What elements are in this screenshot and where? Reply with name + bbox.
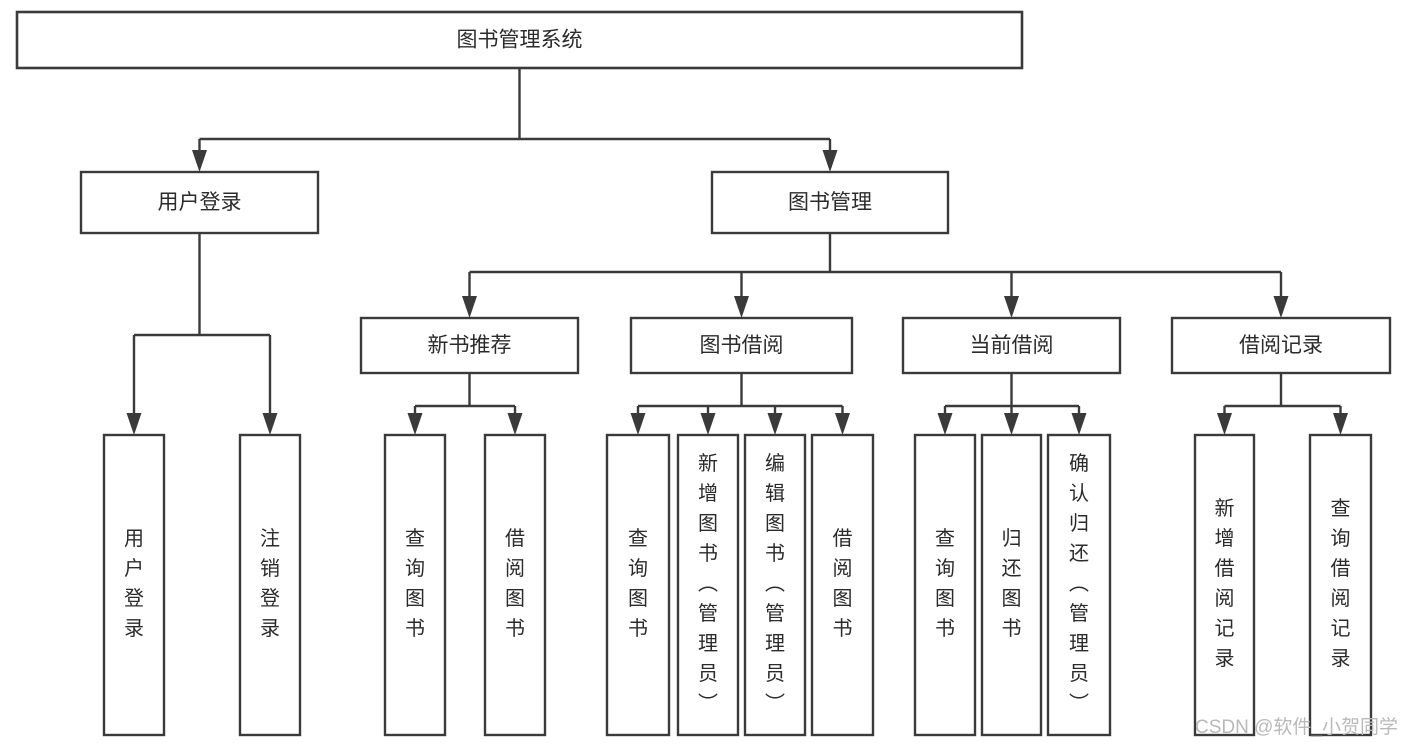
node-label: 借阅记录 [1239, 334, 1323, 357]
node-box[interactable] [1170, 316, 1392, 375]
node-box[interactable] [483, 433, 547, 737]
node-label: 借阅图书 [833, 527, 853, 640]
arrow-head-icon [937, 413, 953, 435]
node-label: 注销登录 [260, 527, 280, 640]
node-borrow-record[interactable]: 借阅记录 [1170, 316, 1392, 375]
node-label: 新增借阅记录 [1215, 497, 1235, 670]
node-leaf-add-borrow-record[interactable]: 新增借阅记录 [1193, 433, 1256, 737]
arrow-head-icon [767, 413, 783, 435]
node-box[interactable] [102, 433, 166, 737]
node-label: 归还图书 [1002, 527, 1022, 640]
connector-group [462, 233, 1289, 318]
node-box[interactable] [901, 316, 1122, 375]
node-box[interactable] [913, 433, 977, 737]
arrow-head-icon [407, 413, 423, 435]
arrow-head-icon [835, 413, 850, 435]
node-leaf-query-book-1[interactable]: 查询图书 [383, 433, 447, 737]
node-user-login[interactable]: 用户登录 [79, 170, 320, 235]
node-leaf-query-book-2[interactable]: 查询图书 [605, 433, 671, 737]
node-label: 查询图书 [935, 527, 955, 640]
arrow-head-icon [507, 413, 523, 435]
node-leaf-edit-book-admin[interactable]: 编辑图书︵管理员︶ [743, 433, 807, 737]
node-box[interactable] [238, 433, 302, 737]
arrow-head-icon [1333, 413, 1348, 435]
node-box[interactable] [79, 170, 320, 235]
node-label: 确认归还︵管理员︶ [1069, 452, 1089, 715]
arrow-head-icon [126, 413, 142, 435]
arrow-head-icon [462, 296, 477, 318]
node-book-manage[interactable]: 图书管理 [710, 170, 950, 235]
node-leaf-borrow-book-2[interactable]: 借阅图书 [810, 433, 875, 737]
node-label: 用户登录 [158, 191, 242, 214]
node-book-borrow[interactable]: 图书借阅 [629, 316, 854, 375]
node-box[interactable] [676, 433, 740, 737]
node-box[interactable] [1046, 433, 1112, 737]
node-box[interactable] [605, 433, 671, 737]
node-current-borrow[interactable]: 当前借阅 [901, 316, 1122, 375]
node-leaf-borrow-book-1[interactable]: 借阅图书 [483, 433, 547, 737]
node-label: 查询图书 [405, 527, 425, 640]
node-leaf-logout-login[interactable]: 注销登录 [238, 433, 302, 737]
arrow-head-icon [262, 413, 278, 435]
node-label: 借阅图书 [505, 527, 525, 640]
connector-group [937, 373, 1087, 435]
node-box[interactable] [359, 316, 580, 375]
arrow-head-icon [822, 150, 838, 172]
arrow-head-icon [630, 413, 646, 435]
node-box[interactable] [629, 316, 854, 375]
node-box[interactable] [710, 170, 950, 235]
node-box[interactable] [1308, 433, 1373, 737]
node-box[interactable] [980, 433, 1043, 737]
arrow-head-icon [734, 296, 749, 318]
connector-group [630, 373, 850, 435]
node-box[interactable] [810, 433, 875, 737]
node-box[interactable] [15, 10, 1024, 70]
node-box[interactable] [743, 433, 807, 737]
connector-group [407, 373, 523, 435]
node-label: 编辑图书︵管理员︶ [765, 452, 785, 715]
node-new-book-recommend[interactable]: 新书推荐 [359, 316, 580, 375]
node-label: 图书借阅 [700, 334, 784, 357]
connector-group [1217, 373, 1348, 435]
node-label: 当前借阅 [970, 334, 1054, 357]
node-leaf-query-borrow-record[interactable]: 查询借阅记录 [1308, 433, 1373, 737]
node-box[interactable] [1193, 433, 1256, 737]
node-layer: 图书管理系统用户登录图书管理新书推荐图书借阅当前借阅借阅记录用户登录注销登录查询… [15, 10, 1392, 737]
node-label: 新书推荐 [428, 334, 512, 357]
node-label: 图书管理 [788, 191, 872, 214]
node-leaf-confirm-return-admin[interactable]: 确认归还︵管理员︶ [1046, 433, 1112, 737]
arrow-head-icon [1217, 413, 1232, 435]
arrow-head-icon [1071, 413, 1087, 435]
watermark-label: CSDN @软件_小贺同学 [1195, 716, 1398, 738]
node-label: 用户登录 [124, 528, 144, 640]
node-root[interactable]: 图书管理系统 [15, 10, 1024, 70]
arrow-head-icon [192, 150, 207, 172]
connector-group [126, 233, 278, 435]
node-label: 查询借阅记录 [1331, 497, 1351, 670]
node-label: 查询图书 [628, 527, 648, 640]
arrow-head-icon [1273, 296, 1289, 318]
arrow-head-icon [1004, 296, 1019, 318]
node-label: 新增图书︵管理员︶ [698, 452, 718, 715]
node-leaf-user-login[interactable]: 用户登录 [102, 433, 166, 737]
connector-layer [126, 68, 1348, 435]
node-label: 图书管理系统 [457, 29, 583, 52]
node-leaf-return-book[interactable]: 归还图书 [980, 433, 1043, 737]
arrow-head-icon [1004, 413, 1019, 435]
node-leaf-add-book-admin[interactable]: 新增图书︵管理员︶ [676, 433, 740, 737]
arrow-head-icon [700, 413, 716, 435]
node-leaf-query-book-3[interactable]: 查询图书 [913, 433, 977, 737]
node-box[interactable] [383, 433, 447, 737]
connector-group [192, 68, 838, 172]
